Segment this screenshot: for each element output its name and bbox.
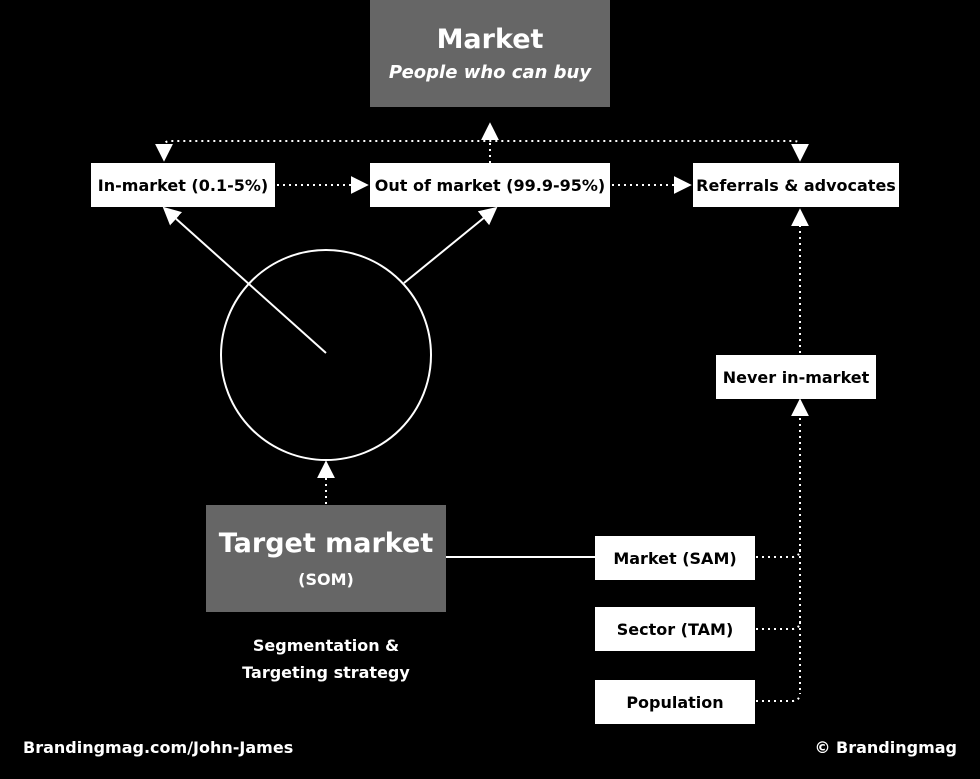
referrals-box: Referrals & advocates (693, 163, 899, 207)
caption-line-1: Segmentation & (252, 636, 400, 655)
sam-label: Market (SAM) (613, 548, 737, 568)
sam-box: Market (SAM) (595, 536, 755, 580)
in-market-box: In-market (0.1-5%) (91, 163, 275, 207)
footer-source: Brandingmag.com/John-James (23, 738, 294, 757)
never-in-market-box: Never in-market (716, 355, 876, 399)
population-label: Population (626, 692, 724, 712)
market-title: Market (436, 23, 544, 55)
top-dotted-bracket (155, 140, 809, 162)
never-in-market-label: Never in-market (722, 367, 870, 387)
population-box: Population (595, 680, 755, 724)
target-market-title: Target market (218, 527, 434, 559)
center-to-in-market-line (162, 206, 327, 354)
out-of-market-box: Out of market (99.9-95%) (370, 163, 610, 207)
target-market-subtitle: (SOM) (298, 570, 354, 590)
circle-to-out-market-line (403, 206, 498, 284)
footer-copyright: © Brandingmag (814, 738, 957, 757)
caption-line-2: Targeting strategy (242, 663, 410, 682)
in-market-label: In-market (0.1-5%) (97, 175, 269, 195)
tam-label: Sector (TAM) (616, 619, 734, 639)
referrals-label: Referrals & advocates (696, 175, 896, 195)
sam-to-trunk-dotted (756, 548, 801, 558)
target-market-box: Target market (SOM) (206, 505, 446, 612)
market-box: Market People who can buy (370, 0, 610, 107)
segment-circle (220, 249, 432, 461)
population-to-trunk-dotted (756, 692, 801, 702)
strategy-caption: Segmentation & Targeting strategy (206, 632, 446, 686)
market-subtitle: People who can buy (388, 62, 592, 84)
out-of-market-label: Out of market (99.9-95%) (374, 175, 606, 195)
tam-to-trunk-dotted (756, 620, 801, 630)
tam-box: Sector (TAM) (595, 607, 755, 651)
